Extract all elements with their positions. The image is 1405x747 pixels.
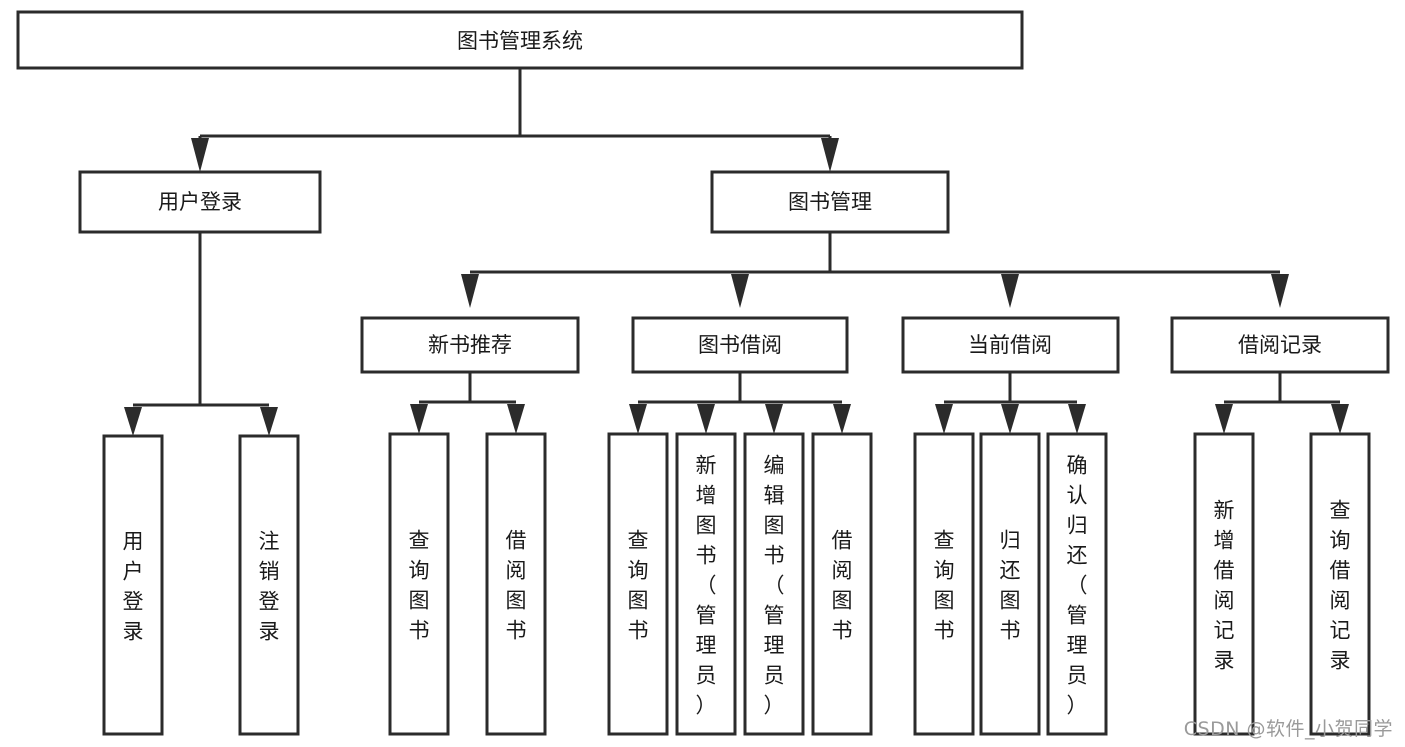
leaf-book-borrow-3-label: 借阅图书 (832, 528, 853, 642)
leaf-user-login-0-box[interactable] (102, 434, 164, 736)
node-book-borrow-label: 图书借阅 (698, 333, 782, 357)
leaf-borrow-record-0-label: 新增借阅记录 (1214, 498, 1235, 672)
leaf-borrow-record-1-label: 查询借阅记录 (1330, 498, 1351, 672)
node-new-book-recommend-label: 新书推荐 (428, 333, 512, 357)
leaf-current-borrow-1-box[interactable] (979, 432, 1041, 736)
node-book-manage-label: 图书管理 (788, 190, 872, 214)
node-user-login-box[interactable] (78, 170, 322, 234)
leaf-book-borrow-3[interactable]: 借阅图书 (811, 432, 873, 736)
arrow-head-book-borrow-leaf-3 (833, 404, 851, 434)
arrow-head-level2-3 (1271, 274, 1289, 308)
connector-layer (124, 68, 1349, 436)
leaf-current-borrow-0-box[interactable] (913, 432, 975, 736)
node-root-box[interactable] (16, 10, 1024, 70)
arrow-head-book-borrow-leaf-0 (629, 404, 647, 434)
leaf-new-book-1-box[interactable] (485, 432, 547, 736)
node-current-borrow[interactable]: 当前借阅 (901, 316, 1120, 374)
leaf-book-borrow-0-label: 查询图书 (628, 528, 649, 642)
leaf-new-book-0-box[interactable] (388, 432, 450, 736)
node-user-login[interactable]: 用户登录 (78, 170, 322, 234)
leaf-current-borrow-1[interactable]: 归还图书 (979, 432, 1041, 736)
leaf-borrow-record-0-box[interactable] (1193, 432, 1255, 736)
leaf-current-borrow-2-box[interactable] (1046, 432, 1108, 736)
leaf-book-borrow-2[interactable]: 编辑图书（管理员） (743, 432, 805, 736)
node-book-manage[interactable]: 图书管理 (710, 170, 950, 234)
node-new-book-recommend-box[interactable] (360, 316, 580, 374)
arrow-head-new-book-leaf-1 (507, 404, 525, 434)
leaf-current-borrow-2-label: 确认归还（管理员） (1067, 453, 1088, 717)
arrow-head-user-login (191, 138, 209, 172)
leaf-current-borrow-2[interactable]: 确认归还（管理员） (1046, 432, 1108, 736)
leaf-user-login-1[interactable]: 注销登录 (238, 434, 300, 736)
node-borrow-record-box[interactable] (1170, 316, 1390, 374)
leaf-user-login-1-label: 注销登录 (259, 529, 280, 643)
leaf-book-borrow-1[interactable]: 新增图书（管理员） (675, 432, 737, 736)
arrow-head-current-borrow-leaf-2 (1068, 404, 1086, 434)
leaf-book-borrow-0-box[interactable] (607, 432, 669, 736)
arrow-head-current-borrow-leaf-1 (1001, 404, 1019, 434)
leaf-current-borrow-0[interactable]: 查询图书 (913, 432, 975, 736)
node-current-borrow-box[interactable] (901, 316, 1120, 374)
leaf-user-login-0[interactable]: 用户登录 (102, 434, 164, 736)
arrow-head-borrow-record-leaf-1 (1331, 404, 1349, 434)
leaf-book-borrow-0[interactable]: 查询图书 (607, 432, 669, 736)
leaf-book-borrow-1-box[interactable] (675, 432, 737, 736)
node-borrow-record-label: 借阅记录 (1238, 333, 1322, 357)
node-new-book-recommend[interactable]: 新书推荐 (360, 316, 580, 374)
leaf-user-login-0-label: 用户登录 (123, 529, 144, 643)
leaf-book-borrow-2-label: 编辑图书（管理员） (764, 453, 785, 717)
leaf-new-book-1[interactable]: 借阅图书 (485, 432, 547, 736)
node-root[interactable]: 图书管理系统 (16, 10, 1024, 70)
leaf-book-borrow-3-box[interactable] (811, 432, 873, 736)
leaf-new-book-1-label: 借阅图书 (506, 528, 527, 642)
node-root-label: 图书管理系统 (457, 29, 583, 53)
leaf-borrow-record-0[interactable]: 新增借阅记录 (1193, 432, 1255, 736)
arrow-head-borrow-record-leaf-0 (1215, 404, 1233, 434)
node-borrow-record[interactable]: 借阅记录 (1170, 316, 1390, 374)
leaf-borrow-record-1-box[interactable] (1309, 432, 1371, 736)
arrow-head-book-borrow-leaf-1 (697, 404, 715, 434)
arrow-head-current-borrow-leaf-0 (935, 404, 953, 434)
arrow-head-level2-2 (1001, 274, 1019, 308)
arrow-head-book-borrow-leaf-2 (765, 404, 783, 434)
node-user-login-label: 用户登录 (158, 190, 242, 214)
arrow-head-new-book-leaf-0 (410, 404, 428, 434)
leaf-current-borrow-0-label: 查询图书 (934, 528, 955, 642)
leaf-user-login-1-box[interactable] (238, 434, 300, 736)
leaf-new-book-0-label: 查询图书 (409, 528, 430, 642)
node-book-borrow-box[interactable] (631, 316, 849, 374)
leaf-current-borrow-1-label: 归还图书 (1000, 528, 1021, 642)
node-current-borrow-label: 当前借阅 (968, 333, 1052, 357)
leaf-borrow-record-1[interactable]: 查询借阅记录 (1309, 432, 1371, 736)
leaf-book-borrow-2-box[interactable] (743, 432, 805, 736)
arrow-head-user-login-leaf-1 (260, 407, 278, 436)
arrow-head-level2-1 (731, 274, 749, 308)
node-book-manage-box[interactable] (710, 170, 950, 234)
leaf-book-borrow-1-label: 新增图书（管理员） (696, 453, 717, 717)
arrow-head-book-manage (821, 138, 839, 172)
node-book-borrow[interactable]: 图书借阅 (631, 316, 849, 374)
leaf-new-book-0[interactable]: 查询图书 (388, 432, 450, 736)
arrow-head-user-login-leaf-0 (124, 407, 142, 436)
arrow-head-level2-0 (461, 274, 479, 308)
